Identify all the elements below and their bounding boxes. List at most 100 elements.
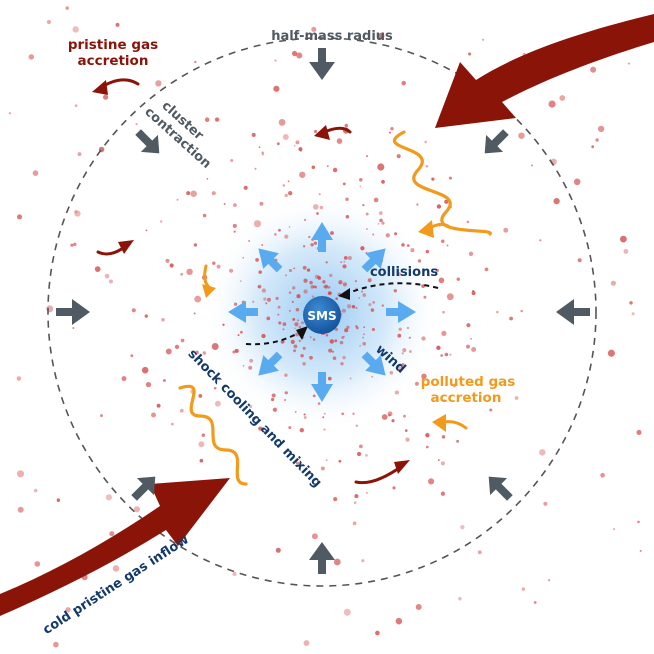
star [329, 273, 333, 278]
star [326, 165, 329, 168]
star [16, 214, 23, 220]
star [496, 310, 499, 314]
star [342, 264, 347, 269]
star [255, 258, 259, 262]
star [577, 258, 582, 263]
orange-wave-bottom [178, 384, 248, 486]
polluted-gas-accretion-label-line1: polluted gas [421, 374, 516, 390]
star [53, 641, 59, 648]
star [311, 26, 317, 32]
star [391, 419, 395, 423]
star [179, 408, 184, 413]
star [131, 308, 136, 313]
collision-arrowheads [296, 288, 350, 340]
star [273, 85, 280, 92]
star [230, 158, 234, 163]
star [590, 66, 597, 73]
star [394, 390, 399, 395]
star [408, 336, 411, 339]
star [425, 433, 430, 438]
star [298, 325, 302, 329]
star [425, 445, 429, 449]
star [620, 235, 627, 243]
star [444, 352, 449, 357]
star [636, 429, 642, 435]
star [322, 280, 326, 284]
star [176, 198, 179, 201]
star [388, 131, 392, 134]
star [214, 400, 221, 407]
star [261, 244, 264, 246]
star [332, 167, 338, 173]
star [470, 337, 473, 340]
star [284, 274, 288, 277]
star [32, 170, 39, 176]
star [339, 340, 344, 345]
wind-arrow-left [228, 301, 258, 323]
star [438, 277, 445, 284]
star [115, 22, 120, 27]
star [341, 412, 345, 416]
star [282, 328, 285, 331]
star [423, 269, 426, 272]
star [352, 521, 357, 526]
star [362, 336, 365, 339]
star [261, 333, 266, 339]
star [314, 36, 318, 40]
star [365, 228, 368, 230]
star [342, 182, 346, 186]
star [303, 278, 308, 283]
star [293, 267, 296, 270]
star [531, 164, 534, 167]
star [444, 199, 449, 204]
star [316, 212, 319, 215]
star [198, 393, 203, 398]
gray-arrow-bottomright [488, 476, 513, 501]
star [133, 506, 141, 513]
star [33, 488, 38, 493]
star [365, 212, 369, 216]
star [276, 142, 280, 146]
star [629, 301, 633, 305]
star [449, 353, 452, 356]
star [591, 145, 595, 149]
star [277, 313, 280, 316]
star [232, 350, 236, 354]
star [327, 376, 332, 381]
star [103, 94, 109, 100]
star [186, 268, 193, 276]
wind-arrow-right [386, 301, 416, 323]
star [266, 316, 271, 321]
star [392, 486, 396, 490]
star [354, 279, 358, 283]
star [341, 308, 346, 313]
star [291, 286, 296, 290]
star [345, 197, 349, 202]
cold-inflow-arrow-bottom-left [0, 478, 230, 616]
star [343, 260, 346, 263]
star [539, 449, 546, 456]
star [335, 297, 338, 301]
star [121, 376, 127, 382]
star [180, 338, 185, 343]
star [336, 138, 343, 144]
star [396, 154, 401, 159]
star [329, 339, 334, 344]
star [313, 241, 318, 245]
polluted-accretion-arrowheads [202, 220, 446, 432]
star [372, 233, 375, 236]
star [309, 355, 313, 360]
star [333, 558, 341, 566]
star [46, 19, 52, 25]
star [543, 501, 548, 506]
cold-inflow-arrow-top-right [435, 14, 654, 128]
star [401, 243, 405, 247]
star [347, 256, 352, 260]
star [359, 344, 362, 347]
star [595, 138, 599, 142]
star [381, 414, 388, 420]
star [427, 274, 430, 277]
star [303, 289, 308, 294]
star [425, 249, 430, 254]
small-red-arrow-bottom [354, 464, 404, 485]
